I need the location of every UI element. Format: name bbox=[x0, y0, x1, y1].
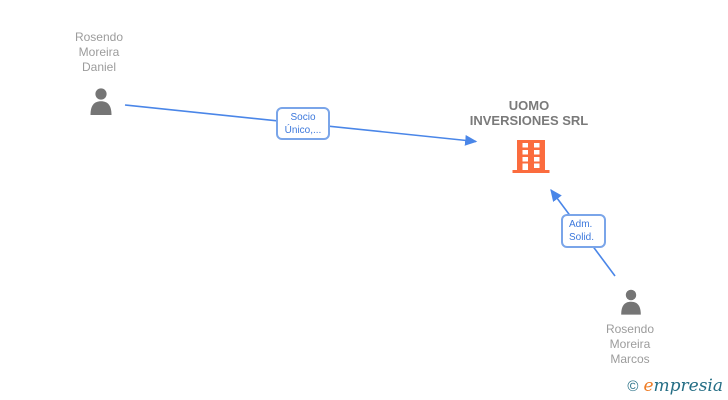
edge-label-adm-solid[interactable]: Adm. Solid. bbox=[561, 214, 606, 248]
edge-label-line: Adm. bbox=[569, 219, 593, 230]
company-name-line: UOMO bbox=[508, 98, 550, 113]
copyright-icon: © bbox=[627, 378, 639, 395]
empresia-logo-text: empresia bbox=[643, 376, 723, 396]
empresia-logo-rest: mpresia bbox=[653, 376, 724, 396]
edge-label-socio-unico[interactable]: Socio Único,... bbox=[276, 107, 330, 140]
edge-label-line: Socio bbox=[290, 111, 316, 123]
company-name-line: INVERSIONES SRL bbox=[469, 113, 589, 128]
administrator-name-line: Moreira bbox=[609, 337, 651, 351]
empresia-watermark: © empresia bbox=[627, 376, 723, 396]
edge-label-line: Solid. bbox=[569, 232, 595, 243]
company-name: UOMO INVERSIONES SRL bbox=[444, 98, 614, 128]
person-icon[interactable] bbox=[617, 289, 645, 315]
administrator-name-line: Rosendo bbox=[605, 322, 655, 336]
shareholder-name-line: Moreira bbox=[78, 45, 120, 59]
shareholder-name-line: Rosendo bbox=[74, 30, 124, 44]
shareholder-name: Rosendo Moreira Daniel bbox=[39, 30, 159, 75]
empresia-logo-initial: e bbox=[643, 376, 654, 396]
edge-label-line: Único,... bbox=[284, 124, 322, 136]
administrator-name-line: Marcos bbox=[610, 352, 650, 366]
building-icon[interactable] bbox=[512, 140, 550, 173]
person-icon[interactable] bbox=[86, 88, 116, 115]
administrator-name: Rosendo Moreira Marcos bbox=[570, 322, 690, 367]
shareholder-name-line: Daniel bbox=[81, 60, 117, 74]
